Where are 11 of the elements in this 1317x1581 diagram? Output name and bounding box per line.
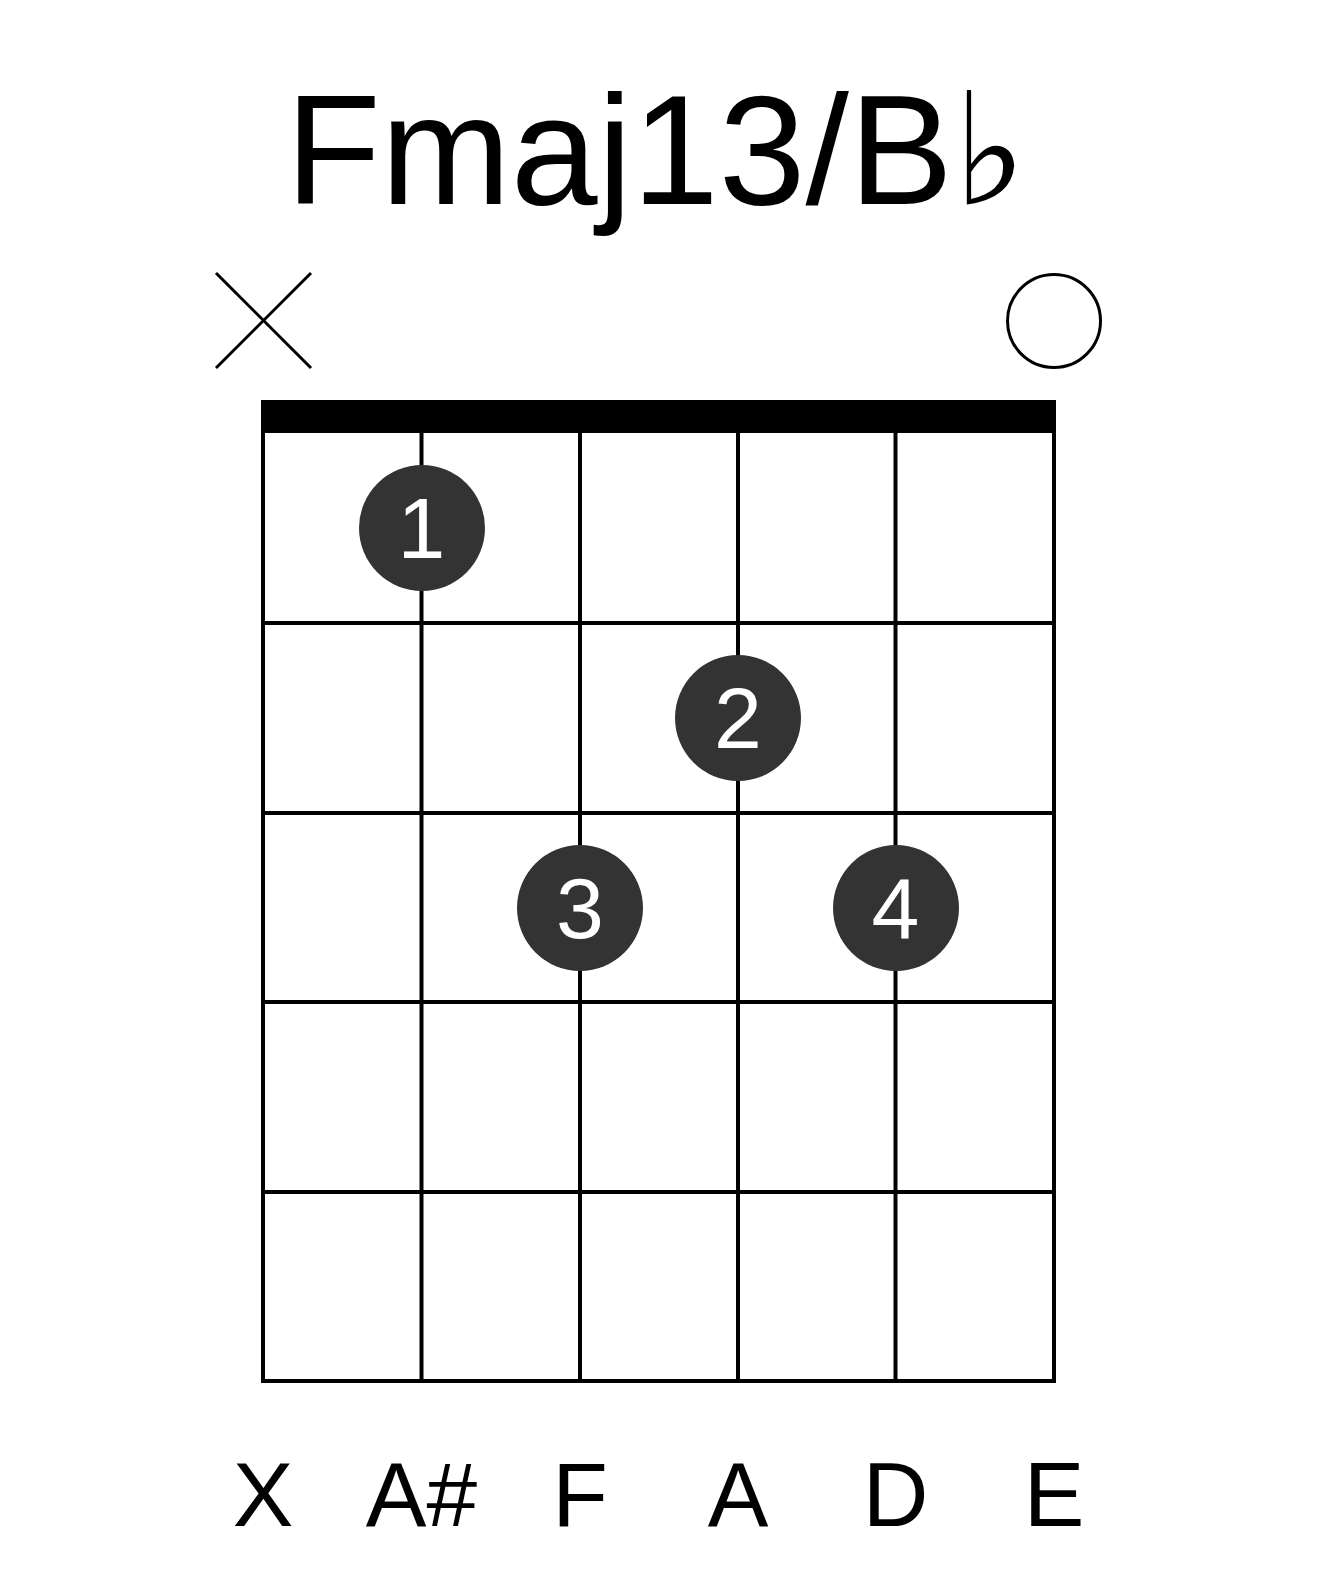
chord-title: Fmaj13/B♭ [285, 62, 1027, 239]
finger-dot: 1 [358, 464, 485, 591]
string-note-label: A# [365, 1443, 478, 1547]
string-note-label: F [552, 1443, 608, 1547]
string-note-label: X [232, 1443, 294, 1547]
finger-dot: 2 [675, 655, 801, 781]
string-note-label: E [1023, 1443, 1085, 1547]
finger-dot: 3 [517, 844, 643, 971]
finger-dot: 4 [832, 844, 959, 971]
string-note-label: D [862, 1443, 929, 1547]
string-note-label: A [707, 1443, 769, 1547]
